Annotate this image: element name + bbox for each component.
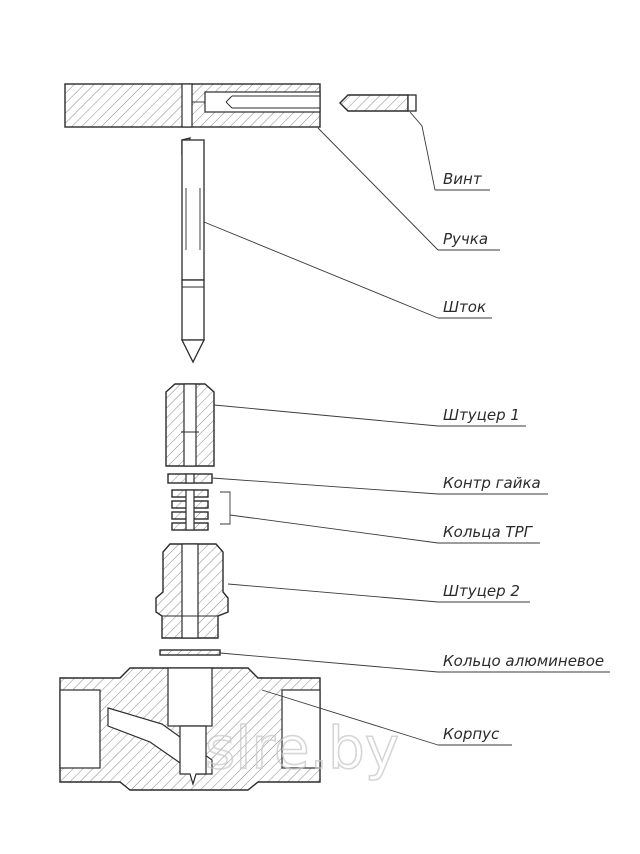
label-korpus: Корпус [443, 725, 500, 743]
locknut-part [167, 473, 213, 484]
label-vint: Винт [443, 170, 483, 188]
handle-part [64, 83, 321, 128]
label-koltso-aluminievoe: Кольцо алюминевое [443, 652, 604, 670]
label-shtok: Шток [443, 298, 486, 316]
label-ruchka: Ручка [443, 230, 488, 248]
label-kontr-gaika: Контр гайка [443, 474, 541, 492]
trg-rings-part [171, 489, 209, 531]
fitting1-part [165, 383, 215, 467]
label-shtutser-2: Штуцер 2 [443, 582, 520, 600]
aluminium-ring-part [159, 649, 221, 656]
stem-part [180, 137, 206, 364]
body-part [59, 667, 321, 791]
watermark-text: slre.by [205, 714, 399, 782]
label-shtutser-1: Штуцер 1 [443, 406, 520, 424]
leader-lines [203, 111, 610, 746]
label-koltsa-trg: Кольца ТРГ [443, 523, 534, 541]
screw-part [339, 94, 417, 112]
fitting2-part [155, 543, 229, 639]
